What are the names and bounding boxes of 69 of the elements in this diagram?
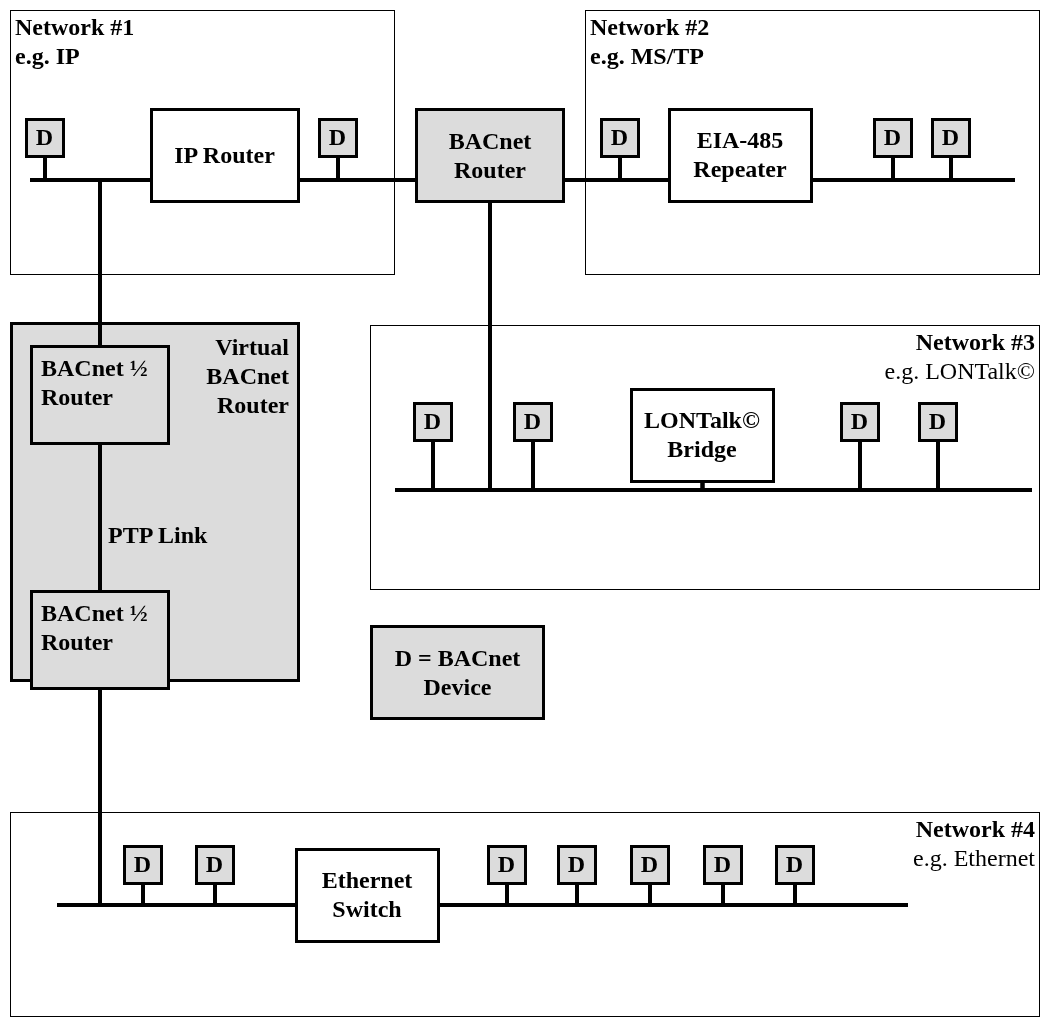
node-label: D: [497, 850, 516, 879]
network-title: Network #1: [15, 13, 135, 42]
network-title: Network #3: [915, 328, 1035, 357]
network-type-label: e.g. MS/TP: [590, 41, 704, 71]
device-box: [872, 117, 913, 158]
network-area: [10, 10, 395, 275]
device-box: [556, 844, 597, 885]
device-box: [294, 847, 440, 943]
network-title: Network #2: [590, 13, 710, 42]
network-area: [370, 325, 1040, 590]
node-label: D: [423, 407, 442, 436]
node-label: D: [928, 407, 947, 436]
device-box: [149, 107, 300, 203]
node-label: D: [205, 850, 224, 879]
node-label: D: [35, 123, 54, 152]
node-label: LONTalk© Bridge: [643, 406, 761, 464]
network-link: [336, 158, 415, 182]
node-label: BACnet ½ Router: [41, 354, 149, 412]
network-link: [618, 158, 668, 182]
node-label: D: [328, 123, 347, 152]
network-type-label: e.g. Ethernet: [913, 843, 1035, 873]
node-label: Ethernet Switch: [320, 866, 414, 924]
node-label: D: [785, 850, 804, 879]
node-label: D: [567, 850, 586, 879]
node-label: D: [850, 407, 869, 436]
device-box: [599, 117, 640, 158]
legend-box: [370, 625, 545, 720]
router-box: [415, 108, 565, 203]
node-label: EIA-485 Repeater: [692, 126, 788, 184]
device-box: [839, 401, 880, 442]
network-title: Network #4: [915, 815, 1035, 844]
device-box: [512, 401, 553, 442]
network-type-label: e.g. IP: [15, 41, 80, 71]
device-box: [702, 844, 743, 885]
network-title: Virtual BACnet Router: [205, 333, 289, 420]
device-box: [629, 844, 670, 885]
device-box: [486, 844, 527, 885]
edge-label: PTP Link: [108, 522, 208, 549]
device-box: [412, 401, 453, 442]
node-label: D: [610, 123, 629, 152]
network-type-label: e.g. LONTalk©: [884, 356, 1035, 386]
network-area: [10, 812, 1040, 1017]
device-box: [629, 387, 775, 483]
node-label: D: [640, 850, 659, 879]
node-label: IP Router: [174, 140, 275, 170]
node-label: BACnet ½ Router: [41, 599, 149, 657]
device-box: [930, 117, 971, 158]
node-label: BACnet Router: [447, 126, 533, 185]
router-box: [30, 590, 170, 690]
network-link: [858, 442, 940, 492]
network-link: [891, 158, 953, 182]
device-box: [317, 117, 358, 158]
node-label: D: [523, 407, 542, 436]
device-box: [917, 401, 958, 442]
device-box: [194, 844, 235, 885]
router-box: [30, 345, 170, 445]
network-link: [98, 178, 150, 345]
device-box: [24, 117, 65, 158]
node-label: D: [713, 850, 732, 879]
node-label: D = BACnet Device: [393, 643, 522, 702]
network-link: [98, 445, 102, 590]
node-label: D: [941, 123, 960, 152]
device-box: [774, 844, 815, 885]
device-box: [667, 107, 813, 203]
node-label: D: [883, 123, 902, 152]
network-area: [585, 10, 1040, 275]
network-link: [721, 885, 797, 907]
node-label: D: [133, 850, 152, 879]
device-box: [122, 844, 163, 885]
